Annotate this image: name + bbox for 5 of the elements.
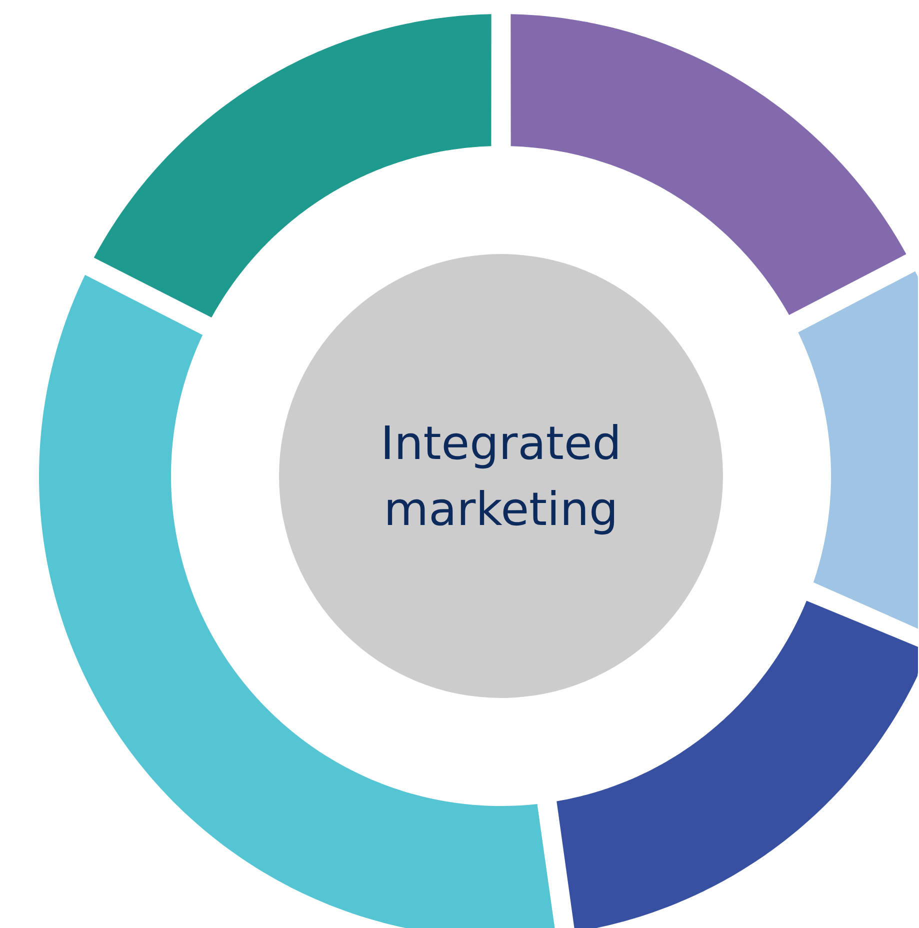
ring-segment (798, 271, 918, 629)
ring-segment (94, 14, 492, 318)
ring-segment (510, 14, 906, 315)
ring-segment (556, 600, 918, 928)
center-label: Integrated marketing (380, 415, 622, 538)
